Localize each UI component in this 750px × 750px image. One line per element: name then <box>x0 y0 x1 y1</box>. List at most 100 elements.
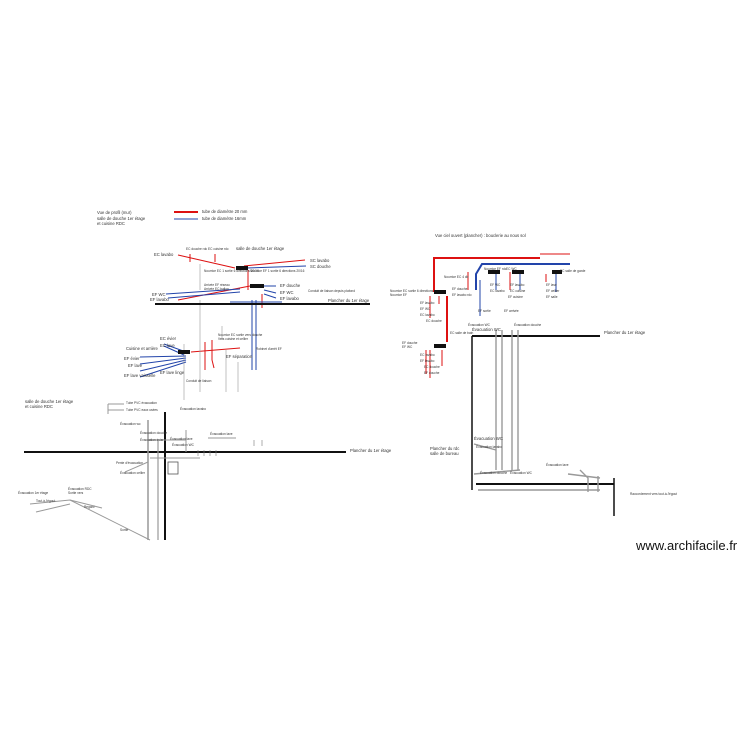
top-plancher: Plancher du 1er étage <box>604 330 646 335</box>
ec-evier-label: EC évier <box>160 336 177 341</box>
manifold-cold <box>250 284 264 288</box>
drain-item-15: Tout-à-l'égout <box>36 499 55 503</box>
profile-top-small-2: EC cuisine rdc <box>208 247 229 251</box>
top-right-label-5: EF lavabo <box>510 283 525 287</box>
drain-item-3: Évacuation lavabo <box>180 406 206 411</box>
manifold-lower <box>178 350 190 354</box>
top-evac-wc2: Évacuation WC <box>474 436 503 441</box>
drain-item-6: Évacuation évier <box>140 437 165 442</box>
ef-separation-label: EF séparation <box>226 354 253 359</box>
drain-item-16: Regard <box>84 505 95 509</box>
ef-lavabo-left-label: EF lavabo <box>150 297 170 302</box>
top-right-label-12: EF sortie <box>478 309 491 313</box>
profile-note-3: Arrivée EF réseau <box>204 283 230 287</box>
profile-guides <box>183 264 239 400</box>
top-lower-label-3: EC douche <box>424 365 440 369</box>
top-bottom-small-2: Évacuation douche <box>480 470 507 475</box>
top-right-label-13: EF arrivée <box>504 309 519 313</box>
top-hot-branches <box>425 253 570 378</box>
top-manifold-4 <box>552 270 562 274</box>
profile-note-4: Arrivée EC ballon <box>204 287 229 291</box>
top-bottom-small-5: Raccordement vers tout-à-l'égout <box>630 492 677 496</box>
top-left-label-4: EF WC <box>420 307 431 311</box>
drain-item-7: Évacuation lave <box>170 436 193 441</box>
profile-note-1: Nourrice EC 1 sortie 6 directions 20/16 <box>204 269 259 273</box>
top-lower-label-5: EC salle de bain <box>450 331 473 335</box>
cuisine-label: Cuisine et arrière <box>126 346 159 351</box>
legend-red-label: tube de diamètre 20 mm <box>202 209 248 214</box>
drain-slopes <box>29 430 236 541</box>
top-manifold-1 <box>434 290 446 294</box>
sc-lavabo-label: SC lavabo <box>310 258 330 263</box>
profile-title: salle de douche 1er étage <box>236 246 285 251</box>
top-left-label-2: Nourrice EF <box>390 293 407 297</box>
ef-lavabo2-label: EF lavabo <box>280 296 300 301</box>
manifold-hot <box>236 266 248 270</box>
drain-item-14: Sortie vers <box>68 491 84 495</box>
drain-item-1: Tube PVC évacuation <box>126 401 157 405</box>
ef-wc-label: EF WC <box>280 290 294 295</box>
top-right-label-9: EF cellier <box>546 289 560 293</box>
top-lower-label-2: EF lavabo <box>420 359 435 363</box>
top-left-label-3: EF lavabo <box>420 301 435 305</box>
profile-note-2: Nourrice EF 1 sortie 6 directions 20/16 <box>250 269 305 273</box>
top-manifold-5 <box>434 344 446 348</box>
top-bottom-small-4: Évacuation lave <box>546 462 569 467</box>
drain-item-10: Pente d'évacuation <box>116 461 143 465</box>
legend: Vue de profil (mur) salle de douche 1er … <box>97 209 248 226</box>
ef-douche-label: EF douche <box>280 283 301 288</box>
profile-plancher: Plancher du 1er étage <box>328 298 370 303</box>
ef-lave-label: EF lave <box>128 363 143 368</box>
top-col-label-1: Évacuation WC <box>468 322 491 327</box>
top-right-label-11: EC salle de garde <box>560 269 586 273</box>
profile-note-5: Conduit de liaison depuis plafond <box>308 289 355 293</box>
top-view: Vue ciel ouvert (plancher) : bouclerie a… <box>390 233 677 516</box>
drain-item-4: Évacuation wc <box>120 421 141 426</box>
watermark: www.archifacile.fr <box>636 538 738 553</box>
drain-item-5: Évacuation douche <box>140 430 167 435</box>
ef-wc2-label: EF WC <box>152 292 166 297</box>
legend-view-title: Vue de profil (mur) <box>97 210 132 215</box>
top-cold-branches <box>479 272 557 316</box>
top-left-label-7: EF douche <box>452 287 468 291</box>
top-left-label-5: EC lavabo <box>420 313 435 317</box>
lower-note-2: Vers cuisine et cellier <box>218 337 249 341</box>
ef-lave-linge-label: EF lave linge <box>160 370 185 375</box>
top-left-label-8: EF lavabo rdc <box>452 293 472 297</box>
lower-note-3: Robinet d'arrêt EF <box>256 347 282 351</box>
ef-lave-vaisselle-label: EF lave vaisselle <box>124 373 156 378</box>
top-left-label-1: Nourrice EC sortie 6 directions <box>390 289 434 293</box>
profile-top-small-1: EC douche rdc <box>186 247 207 251</box>
drain-box <box>167 461 179 475</box>
top-manifold-2 <box>488 270 500 274</box>
drain-item-2: Tube PVC eaux usées <box>126 408 158 412</box>
drain-item-9: Évacuation lave <box>210 431 233 436</box>
top-title: Vue ciel ouvert (plancher) : bouclerie a… <box>435 233 526 238</box>
top-left-label-11: EF WC <box>402 345 413 349</box>
top-left-label-10: EF douche <box>402 341 418 345</box>
top-left-label-9: Nourrice EC 4 dir <box>444 275 469 279</box>
lower-note-4: Conduit de liaison <box>186 379 212 383</box>
top-right-label-8: EF lave <box>546 283 557 287</box>
drain-item-12: Évacuation 1er étage <box>18 490 48 495</box>
top-right-label-4: EC lavabo <box>490 289 505 293</box>
drain-item-17: Sortie <box>120 528 129 532</box>
top-col-label-2: Évacuation douche <box>514 322 541 327</box>
top-left-label-6: EC douche <box>426 319 442 323</box>
drain-plancher: Plancher du 1er étage <box>350 448 392 453</box>
ef-evier-label: EF évier <box>124 356 140 361</box>
drain-item-8: Évacuation WC <box>172 442 195 447</box>
sc-douche-label: SC douche <box>310 264 331 269</box>
lower-note-1: Nourrice EC sortie vers douche <box>218 333 263 337</box>
ec-lavabo-label: EC lavabo <box>154 252 174 257</box>
top-manifold-3 <box>512 270 524 274</box>
top-cold-main <box>475 263 570 290</box>
top-right-label-1: Nourrice EF rdc <box>484 267 507 271</box>
drain-item-11: Évacuation cellier <box>120 470 146 475</box>
top-right-label-3: EF WC <box>490 283 501 287</box>
top-drains <box>473 330 601 492</box>
